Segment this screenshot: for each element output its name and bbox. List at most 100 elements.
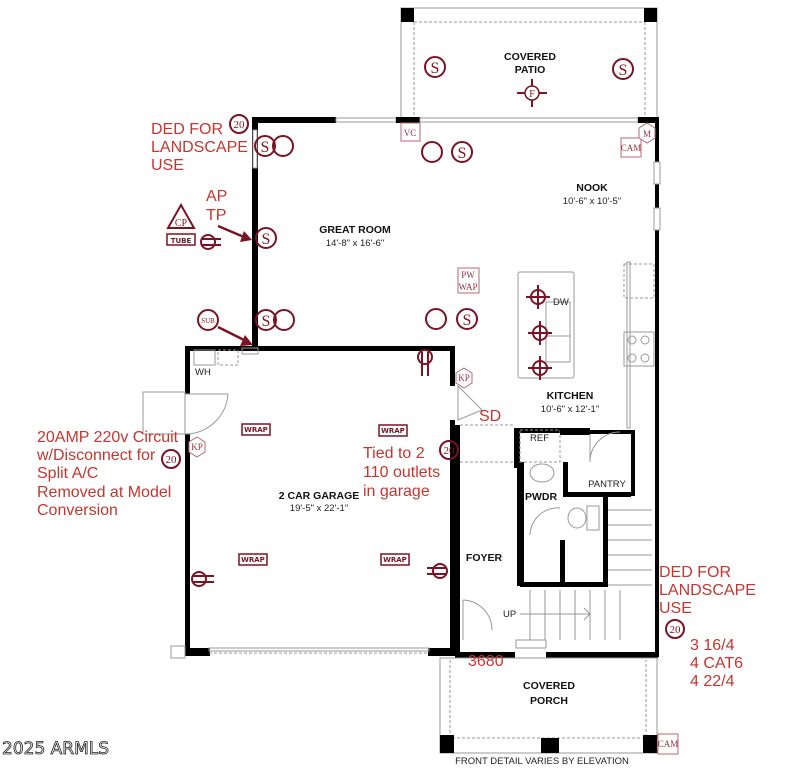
svg-text:S: S — [431, 60, 440, 77]
svg-text:WRAP: WRAP — [244, 426, 268, 434]
svg-text:Split A/C: Split A/C — [37, 465, 98, 482]
great-room-label: GREAT ROOM — [319, 224, 391, 236]
cp-icon: CP — [166, 202, 196, 229]
pendant-light-icons — [526, 285, 552, 380]
outlet-circle-icon — [273, 309, 295, 331]
cam-icon: CAM — [620, 137, 642, 158]
door-size-note: 3680 — [468, 653, 504, 670]
svg-text:CAM: CAM — [658, 739, 679, 749]
svg-text:PW: PW — [461, 270, 475, 280]
svg-text:110 outlets: 110 outlets — [363, 464, 440, 481]
svg-text:USE: USE — [151, 157, 184, 174]
ap-tp-note: AP TP — [206, 188, 227, 224]
kitchen-label: KITCHEN — [547, 390, 594, 402]
switch-icon: S — [254, 135, 276, 157]
motion-sensor-icon: M — [638, 122, 656, 144]
wrap-icon: WRAP — [380, 553, 410, 566]
watermark: 2025 ARMLS — [2, 739, 109, 759]
switch-icon: S — [255, 309, 277, 331]
pendant-light-icon — [526, 285, 550, 309]
svg-text:4 22/4: 4 22/4 — [690, 673, 735, 690]
svg-text:CAM: CAM — [621, 143, 642, 153]
garage-outlet-icon — [417, 349, 433, 376]
nook-dims: 10'-6" x 10'-5" — [563, 196, 621, 207]
wrap-icon: WRAP — [241, 423, 271, 436]
circuit-20-icon: 20 — [229, 114, 249, 134]
svg-text:WRAP: WRAP — [241, 556, 265, 564]
svg-text:20AMP 220v Circuit: 20AMP 220v Circuit — [37, 429, 179, 446]
garage-dims: 19'-5" x 22'-1" — [290, 503, 348, 514]
patio-label: COVERED — [504, 51, 556, 63]
svg-text:Conversion: Conversion — [37, 502, 118, 519]
arrow-icon — [217, 325, 253, 346]
foyer-label: FOYER — [466, 552, 503, 564]
svg-text:S: S — [262, 313, 271, 330]
ac-circuit-note: 20AMP 220v Circuit w/Disconnect for Spli… — [36, 429, 179, 519]
svg-text:20: 20 — [234, 119, 246, 131]
svg-text:S: S — [261, 139, 270, 156]
outlet-circle-icon — [272, 135, 294, 157]
pantry-label: PANTRY — [588, 479, 626, 490]
keypad-icon: KP — [188, 436, 206, 458]
landscape-note-left: DED FOR LANDSCAPE USE — [151, 121, 248, 174]
svg-text:20: 20 — [166, 454, 178, 466]
svg-text:WRAP: WRAP — [383, 556, 407, 564]
svg-text:AP: AP — [206, 188, 227, 205]
water-heater-label: WH — [195, 367, 211, 378]
svg-text:CP: CP — [175, 218, 188, 229]
switch-icons: S S S S S S S — [254, 56, 634, 331]
svg-text:DED FOR: DED FOR — [659, 564, 731, 581]
switch-icon: S — [255, 227, 277, 249]
svg-text:S: S — [619, 62, 628, 79]
svg-text:S: S — [463, 312, 472, 329]
covered-porch — [439, 657, 658, 754]
svg-text:3 16/4: 3 16/4 — [690, 637, 735, 654]
svg-text:DED FOR: DED FOR — [151, 121, 223, 138]
wall-outlet-icon — [191, 571, 214, 587]
walls — [142, 117, 661, 754]
svg-text:S: S — [458, 145, 467, 162]
svg-text:Removed at Model: Removed at Model — [37, 484, 171, 501]
svg-text:VC: VC — [404, 128, 417, 138]
svg-text:4 CAT6: 4 CAT6 — [690, 655, 743, 672]
svg-text:w/Disconnect for: w/Disconnect for — [36, 447, 156, 464]
wiring-note: 3 16/4 4 CAT6 4 22/4 — [690, 637, 743, 690]
switch-icon: S — [451, 141, 473, 163]
front-detail-note: FRONT DETAIL VARIES BY ELEVATION — [455, 756, 629, 767]
switch-icon: S — [424, 56, 446, 78]
circuit-20-icon: 20 — [665, 619, 685, 639]
wall-outlet-icon — [427, 563, 448, 579]
pendant-light-icon — [528, 321, 552, 345]
ceiling-fan-icon: F — [517, 79, 547, 107]
svg-text:SUB: SUB — [201, 317, 215, 325]
keypad-icon: KP — [455, 367, 473, 389]
porch-label: COVERED — [523, 680, 575, 692]
outlet-circle-icon — [425, 308, 447, 330]
svg-text:in garage: in garage — [363, 483, 430, 500]
pendant-light-icon — [528, 356, 552, 380]
porch-label-2: PORCH — [530, 695, 568, 707]
wall-outlet-icon — [200, 234, 221, 250]
outlet-circle-icon — [421, 141, 443, 163]
stairs-up-label: UP — [503, 609, 516, 620]
nook-label: NOOK — [576, 182, 608, 194]
cam-icon: CAM — [657, 733, 679, 755]
svg-text:USE: USE — [659, 600, 692, 617]
svg-text:20: 20 — [444, 445, 456, 457]
svg-text:M: M — [643, 129, 651, 139]
svg-text:KP: KP — [458, 373, 470, 383]
smoke-detector-note: SD — [479, 408, 501, 425]
svg-text:S: S — [262, 231, 271, 248]
svg-text:LANDSCAPE: LANDSCAPE — [659, 582, 756, 599]
svg-text:WRAP: WRAP — [381, 427, 405, 435]
svg-text:20: 20 — [670, 624, 682, 636]
pwdr-label: PWDR — [525, 491, 557, 503]
garage-outlets-note: Tied to 2 110 outlets in garage — [363, 445, 440, 500]
svg-text:TUBE: TUBE — [171, 237, 192, 245]
switch-icon: S — [612, 58, 634, 80]
stairs — [520, 509, 652, 640]
patio-label-2: PATIO — [515, 64, 546, 76]
wrap-icon: WRAP — [378, 424, 408, 437]
